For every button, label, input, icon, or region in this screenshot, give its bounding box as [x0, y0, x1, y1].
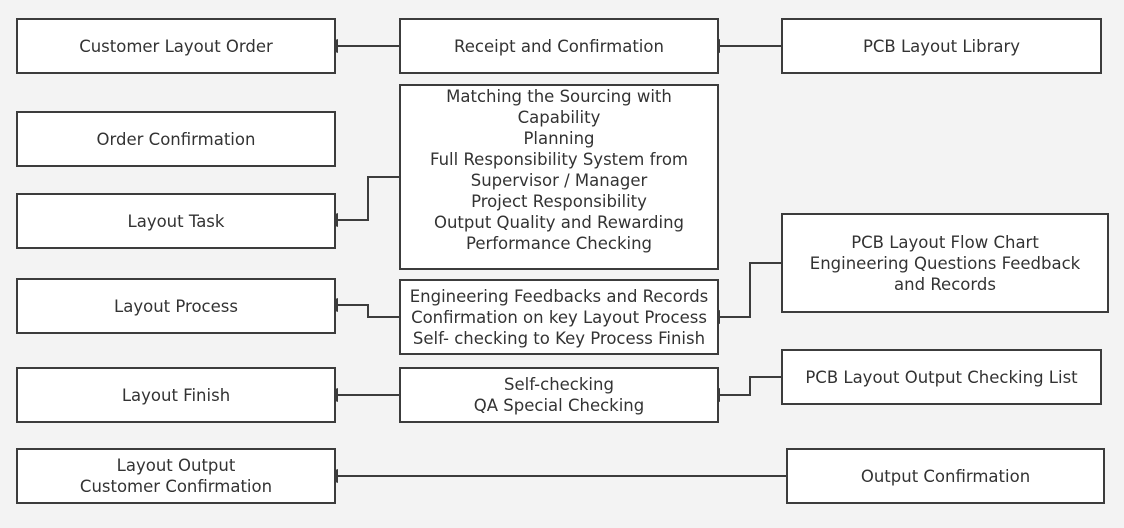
- finish-details-line-2: QA Special Checking: [473, 396, 645, 415]
- receipt-confirmation-label: Receipt and Confirmation: [454, 36, 664, 56]
- customer-layout-order-label: Customer Layout Order: [79, 36, 273, 56]
- customer-layout-order-box: Customer Layout Order: [16, 18, 336, 74]
- order-confirmation-label: Order Confirmation: [96, 129, 256, 149]
- layout-task-label: Layout Task: [127, 211, 225, 231]
- flow-chart-line-1: PCB Layout Flow Chart: [851, 232, 1039, 252]
- finish-details-box: Self-checking QA Special Checking: [399, 367, 719, 423]
- layout-process-box: Layout Process: [16, 278, 336, 334]
- process-details-line-1: Engineering Feedbacks and Records: [409, 286, 709, 306]
- arrow-task-details-to-layout-task: [318, 176, 400, 227]
- task-details-box: Matching the Sourcing with Capability Pl…: [399, 84, 719, 270]
- arrow-flow-chart-to-process-details: [700, 262, 782, 324]
- task-details-line-5: Supervisor / Manager: [470, 171, 648, 190]
- pcb-layout-library-box: PCB Layout Library: [781, 18, 1102, 74]
- flow-chart-box: PCB Layout Flow Chart Engineering Questi…: [781, 213, 1109, 313]
- process-details-line-2: Confirmation on key Layout Process: [411, 307, 707, 327]
- layout-finish-box: Layout Finish: [16, 367, 336, 423]
- process-details-line-3: Self- checking to Key Process Finish: [412, 328, 706, 348]
- receipt-confirmation-box: Receipt and Confirmation: [399, 18, 719, 74]
- checking-list-box: PCB Layout Output Checking List: [781, 349, 1102, 405]
- task-details-line-8: Performance Checking: [465, 234, 653, 253]
- arrow-process-details-to-layout-process: [318, 298, 400, 318]
- checking-list-label: PCB Layout Output Checking List: [805, 367, 1078, 387]
- task-details-line-7: Output Quality and Rewarding: [433, 213, 684, 232]
- task-details-line-3: Planning: [523, 129, 595, 148]
- layout-output-line-2: Customer Confirmation: [79, 477, 273, 496]
- layout-task-box: Layout Task: [16, 193, 336, 249]
- layout-finish-label: Layout Finish: [121, 385, 231, 405]
- layout-output-line-1: Layout Output: [116, 456, 236, 475]
- flow-chart-line-2: Engineering Questions Feedback: [809, 253, 1081, 273]
- finish-details-line-1: Self-checking: [504, 375, 614, 394]
- pcb-layout-library-label: PCB Layout Library: [862, 36, 1021, 56]
- order-confirmation-box: Order Confirmation: [16, 111, 336, 167]
- flow-chart-line-3: and Records: [894, 274, 996, 294]
- layout-output-box: Layout Output Customer Confirmation: [16, 448, 336, 504]
- output-confirmation-label: Output Confirmation: [860, 466, 1031, 486]
- task-details-line-1: Matching the Sourcing with: [446, 87, 672, 106]
- output-confirmation-box: Output Confirmation: [786, 448, 1105, 504]
- arrow-checking-list-to-finish-details: [700, 376, 782, 402]
- layout-process-label: Layout Process: [114, 296, 238, 316]
- task-details-line-6: Project Responsibility: [471, 192, 647, 211]
- task-details-line-2: Capability: [517, 108, 601, 127]
- task-details-line-4: Full Responsibility System from: [429, 150, 688, 169]
- process-details-box: Engineering Feedbacks and Records Confir…: [399, 279, 719, 355]
